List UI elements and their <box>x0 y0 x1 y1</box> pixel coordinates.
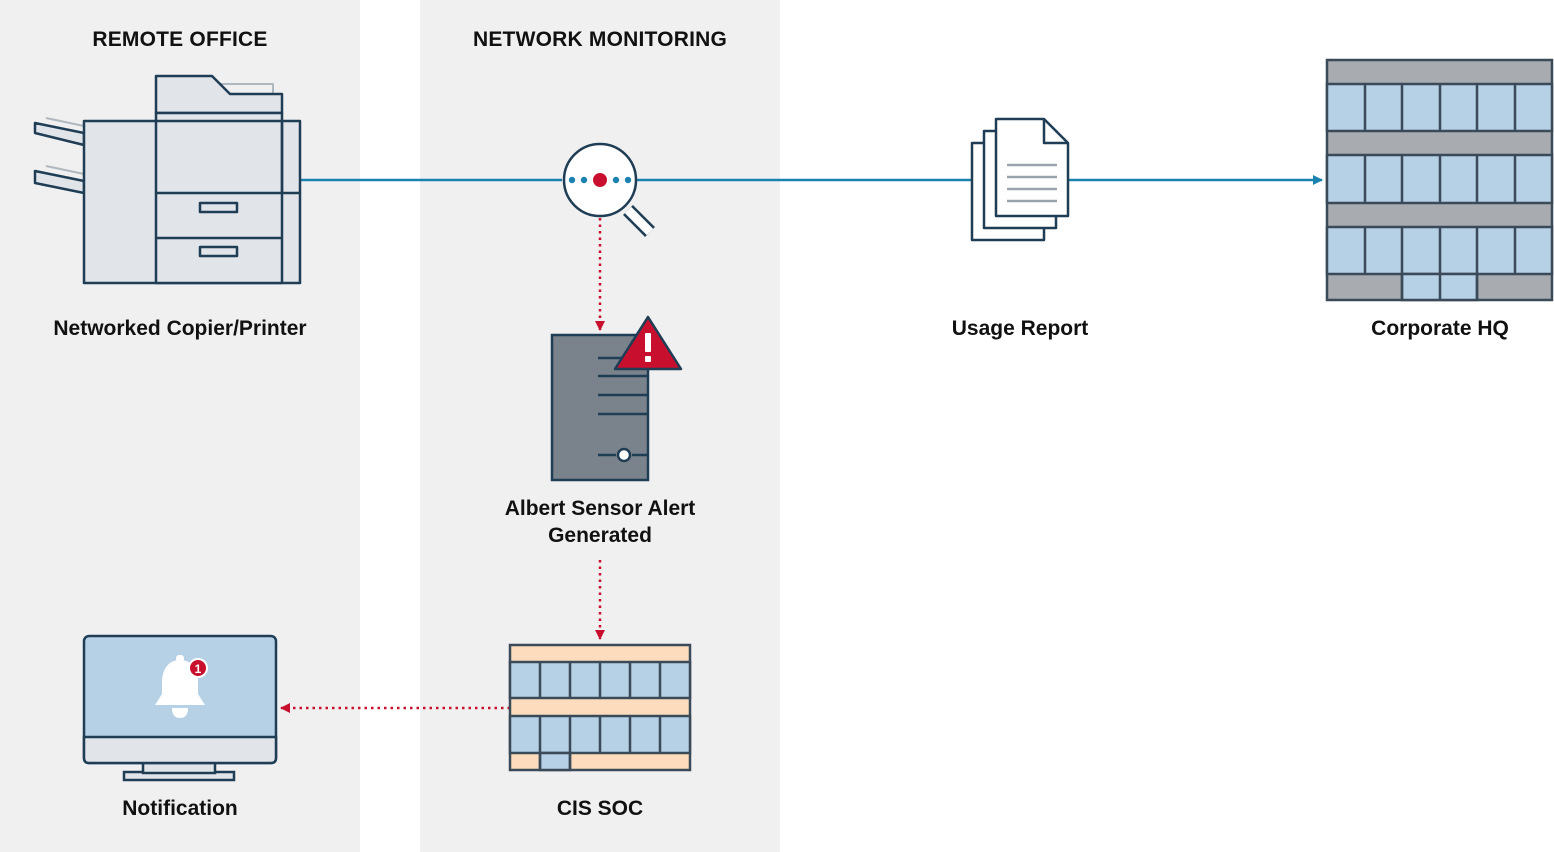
printer-icon <box>33 74 302 285</box>
albert-alert-label: Albert Sensor Alert Generated <box>420 495 780 549</box>
bell-icon: 1 <box>155 655 208 718</box>
albert-alert-label-line2: Generated <box>548 524 652 547</box>
copier-label: Networked Copier/Printer <box>53 317 307 340</box>
remote-office-heading: REMOTE OFFICE <box>92 28 268 51</box>
notification-label: Notification <box>122 797 238 820</box>
corporate-hq-label: Corporate HQ <box>1371 317 1509 340</box>
soc-building-icon <box>508 643 692 772</box>
warning-triangle-icon <box>613 315 683 371</box>
document-stack-icon <box>970 117 1070 242</box>
building-icon <box>1325 58 1554 302</box>
albert-alert-label-line1: Albert Sensor Alert <box>504 497 696 520</box>
magnifier-icon <box>562 142 655 237</box>
network-monitoring-heading: NETWORK MONITORING <box>472 28 728 51</box>
usage-report-label: Usage Report <box>951 317 1089 340</box>
cis-soc-label: CIS SOC <box>556 797 644 820</box>
notification-badge-count: 1 <box>195 662 202 676</box>
